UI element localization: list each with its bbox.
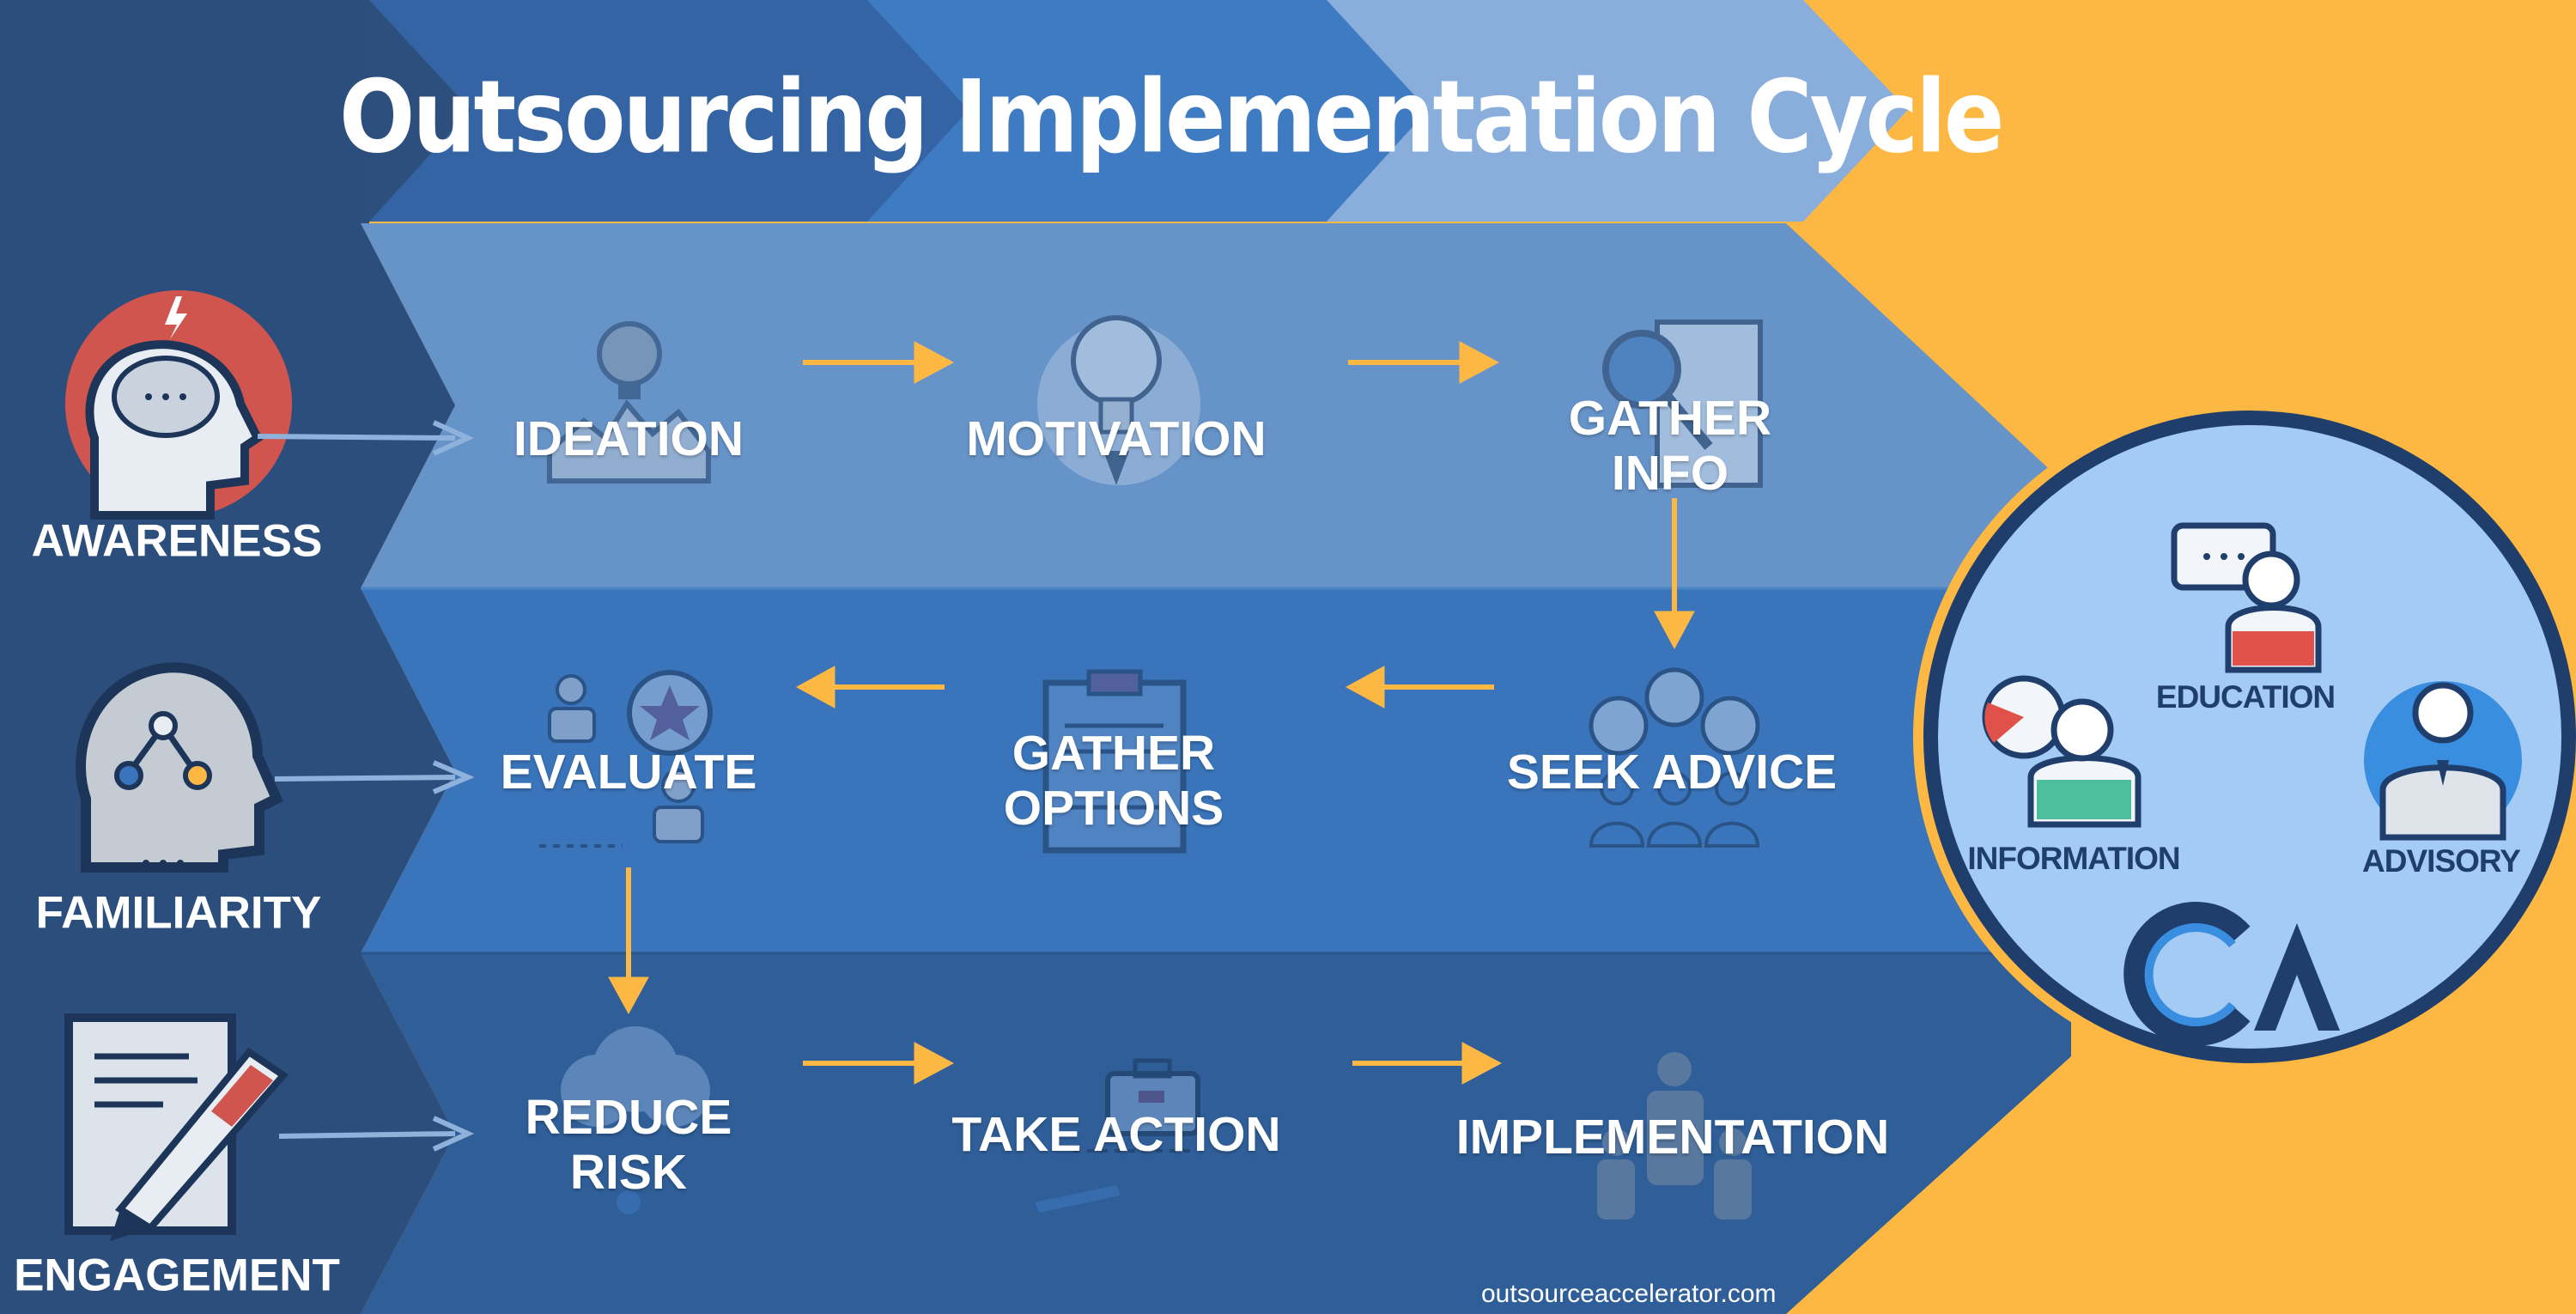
- network-head-icon: [76, 662, 283, 873]
- phase-label-awareness: AWARENESS: [31, 515, 323, 567]
- briefcase-plane-icon: [1035, 1058, 1200, 1213]
- phase-arrow-3: [278, 1116, 475, 1152]
- ca-logo: [2123, 902, 2340, 1046]
- step-gather-options: GATHER OPTIONS: [1003, 726, 1224, 836]
- flow-arrow-3: [1654, 498, 1695, 650]
- family-icon: [1597, 1052, 1752, 1220]
- group-chat-icon: [1589, 667, 1760, 848]
- phase-arrow-1: [257, 420, 475, 456]
- chat-person-icon: [2171, 522, 2322, 673]
- step-evaluate: EVALUATE: [500, 745, 757, 800]
- phase-label-engagement: ENGAGEMENT: [14, 1250, 340, 1301]
- flow-arrow-8: [1352, 1042, 1503, 1085]
- step-gather-info: GATHER INFO: [1568, 391, 1772, 501]
- row-1-band: [361, 223, 2071, 588]
- contract-pen-icon: [64, 1013, 289, 1241]
- step-implementation: IMPLEMENTATION: [1455, 1110, 1890, 1165]
- footer-url: outsourceaccelerator.com: [1481, 1280, 1777, 1308]
- row-2-band: [361, 588, 2071, 953]
- page-title: Outsourcing Implementation Cycle: [339, 58, 2004, 176]
- step-reduce-risk: REDUCE RISK: [525, 1090, 732, 1200]
- phase-label-familiarity: FAMILIARITY: [35, 887, 322, 939]
- brain-head-icon: [65, 290, 292, 520]
- circle-label-education: EDUCATION: [2155, 679, 2336, 715]
- step-ideation: IDEATION: [513, 411, 744, 467]
- pie-person-icon: [1982, 675, 2142, 828]
- lightbulb-icon: [1037, 315, 1200, 485]
- step-take-action: TAKE ACTION: [951, 1107, 1281, 1163]
- businessman-icon: [2364, 681, 2522, 841]
- circle-label-advisory: ADVISORY: [2362, 843, 2521, 879]
- magnifier-document-icon: [1602, 319, 1763, 488]
- services-circle: [1913, 400, 2576, 1074]
- clipboard-icon: [1042, 669, 1187, 854]
- flow-arrow-7: [803, 1042, 955, 1085]
- step-motivation: MOTIVATION: [966, 411, 1267, 467]
- flow-arrow-1: [803, 341, 955, 384]
- step-seek-advice: SEEK ADVICE: [1506, 745, 1838, 800]
- lightbulb-icon: [547, 321, 711, 484]
- cloud-icon: [561, 1026, 710, 1214]
- flow-arrow-5: [795, 666, 945, 709]
- circle-label-information: INFORMATION: [1967, 841, 2180, 876]
- row-3-band: [361, 953, 2071, 1314]
- phase-arrow-2: [274, 760, 475, 794]
- flow-arrow-2: [1348, 341, 1500, 384]
- flow-arrow-4: [1345, 666, 1494, 709]
- flow-arrow-6: [608, 867, 649, 1015]
- people-star-icon: [539, 670, 713, 848]
